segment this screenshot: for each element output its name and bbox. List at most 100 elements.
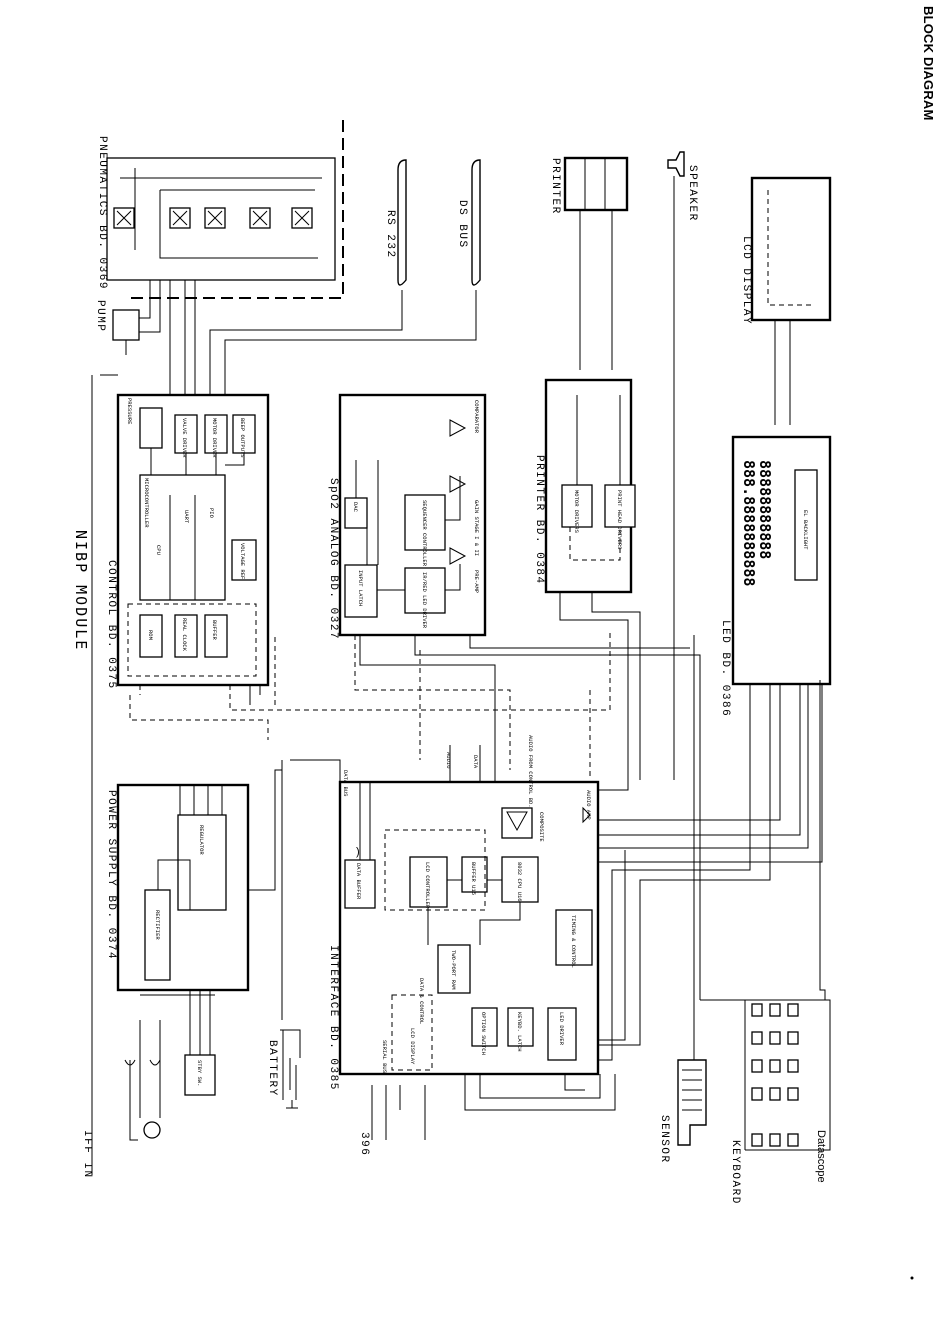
svg-text:DATA BUS: DATA BUS: [342, 770, 349, 797]
keybd-latch-block: [507, 1007, 534, 1047]
svg-text:LCD CONTROLLER: LCD CONTROLLER: [424, 862, 431, 909]
pneumatics-board-label: PNEUMATICS BD. 0369: [96, 136, 108, 290]
svg-text:PRINTER: PRINTER: [549, 158, 561, 215]
timing-control-block: [555, 909, 593, 966]
ds-bus-connector: DS BUS: [224, 159, 481, 395]
led-board: LED BD. 0386 888.8888888888 88888888888 …: [719, 435, 832, 717]
svg-text:PRINT HEAD DRIVERS: PRINT HEAD DRIVERS: [616, 490, 623, 550]
regulator-block: [177, 814, 227, 911]
lcd-controller-block: [409, 856, 448, 908]
svg-text:SPEAKER: SPEAKER: [686, 165, 698, 222]
svg-text:INPUT LATCH: INPUT LATCH: [357, 570, 364, 606]
svg-text:VOLTAGE REF: VOLTAGE REF: [239, 543, 246, 579]
svg-text:COMPARATOR: COMPARATOR: [473, 400, 480, 434]
buffer-block: [204, 614, 228, 658]
cpu-8032-block: [501, 856, 539, 903]
svg-text:REAL CLOCK: REAL CLOCK: [181, 618, 188, 652]
svg-text:TWO-PORT RAM: TWO-PORT RAM: [450, 950, 457, 990]
led-driver-block: [547, 1007, 577, 1061]
svg-text:VALVE DRIVER: VALVE DRIVER: [181, 418, 188, 458]
svg-text:BUFFER U15: BUFFER U15: [470, 862, 477, 895]
svg-text:888.8888888888: 888.8888888888: [740, 460, 758, 586]
svg-text:DATA & CONTROL: DATA & CONTROL: [418, 978, 425, 1024]
svg-text:MICROCONTROLLER: MICROCONTROLLER: [143, 478, 150, 528]
control-board-label: CONTROL BD. 0375: [105, 560, 117, 690]
svg-text:SENSOR: SENSOR: [658, 1115, 670, 1164]
svg-text:OPTION SWITCH: OPTION SWITCH: [480, 1012, 487, 1055]
battery-label: BATTERY: [266, 1040, 278, 1097]
svg-text:ROM: ROM: [147, 630, 154, 640]
interconnect-wiring: [129, 280, 823, 1111]
svg-text:COMPOSITE: COMPOSITE: [538, 812, 545, 842]
svg-text:TIMING & CONTROL: TIMING & CONTROL: [570, 915, 577, 968]
two-port-ram-block: [437, 944, 471, 994]
ac-input: [124, 994, 215, 1141]
svg-text:AUDIO FROM CONTROL BD.: AUDIO FROM CONTROL BD.: [527, 735, 534, 808]
ref-396-wires: [371, 1085, 426, 1140]
svg-text:PIO: PIO: [208, 508, 215, 519]
valve-icon: [113, 207, 313, 229]
pump: M PUMP: [94, 280, 161, 355]
module-boundary: [130, 120, 344, 299]
iff-in-label: IFF IN: [81, 1130, 93, 1179]
stby-sw: STBY SW.: [184, 990, 216, 1096]
svg-text:LED DRIVER: LED DRIVER: [558, 1012, 565, 1046]
svg-text:RS 232: RS 232: [384, 210, 396, 259]
keypad-keys: [751, 1003, 799, 1147]
svg-text:GAIN STAGE I & II: GAIN STAGE I & II: [473, 500, 480, 556]
real-clock-block: [174, 614, 198, 658]
svg-text:MOTOR DRIVER: MOTOR DRIVER: [211, 418, 218, 458]
data-buffer-block: [344, 859, 376, 909]
svg-text:KEYBOARD: KEYBOARD: [729, 1140, 741, 1205]
motor-drivers-block: [561, 484, 593, 528]
svg-text:RECTIFIER: RECTIFIER: [154, 910, 161, 940]
brand-label: Datascope: [815, 1130, 827, 1183]
analog-board-label: SpO2 ANALOG BD. 0327: [327, 478, 339, 640]
stray-mark: ): [356, 846, 360, 858]
el-backlight-block: [794, 469, 818, 581]
buffer-u15-block: [461, 856, 488, 893]
power-supply-board: POWER SUPPLY BD. 0374 REGULATOR RECTIFIE…: [105, 783, 250, 992]
module-title: NIBP MODULE: [72, 530, 90, 651]
svg-text:STBY SW.: STBY SW.: [196, 1060, 203, 1086]
svg-text:DAC: DAC: [352, 502, 359, 513]
printer-board: PRINTER BD. 0384 MOTOR DRIVERS PRINT HEA…: [533, 378, 636, 594]
svg-text:MOTOR DRIVERS: MOTOR DRIVERS: [573, 490, 580, 534]
spo2-analog-board: SpO2 ANALOG BD. 0327 DAC INPUT LATCH SEQ…: [327, 393, 487, 640]
svg-text:SEQUENCER CONTROLLER: SEQUENCER CONTROLLER: [421, 500, 428, 567]
pump-label: PUMP: [94, 300, 106, 332]
led-board-label: LED BD. 0386: [719, 620, 731, 717]
svg-text:KEYBD. LATCH: KEYBD. LATCH: [516, 1012, 523, 1052]
sequencer-controller-block: [404, 494, 446, 551]
svg-text:CPU: CPU: [155, 545, 162, 555]
svg-text:BUFFER: BUFFER: [211, 620, 218, 641]
control-board: CONTROL BD. 0375 MICROCONTROLLER CPU UAR…: [105, 393, 270, 690]
svg-text:DATA BUFFER: DATA BUFFER: [355, 863, 362, 900]
ir-red-led-driver-block: [404, 567, 446, 614]
rectifier-block: [144, 889, 171, 981]
ref-396: 396: [358, 1132, 370, 1156]
option-switch-block: [471, 1007, 498, 1047]
pressure-block: [139, 407, 163, 449]
rs232-connector: RS 232: [209, 159, 407, 395]
svg-text:8032 CPU U16: 8032 CPU U16: [516, 862, 523, 902]
svg-text:88888888888: 88888888888: [756, 460, 774, 559]
svg-text:PRESSURE: PRESSURE: [126, 398, 133, 425]
svg-text:LCD DISPLAY: LCD DISPLAY: [740, 236, 752, 325]
speaker-icon: SPEAKER: [667, 151, 698, 780]
input-latch-block: [344, 564, 378, 618]
iff-in-line: [91, 374, 118, 1175]
svg-text:EL BACKLIGHT: EL BACKLIGHT: [802, 510, 809, 550]
seven-segment-display: 888.8888888888 88888888888: [740, 460, 774, 586]
svg-text:DS BUS: DS BUS: [456, 200, 468, 249]
voltage-ref-block: [231, 539, 257, 581]
svg-text:LCD DISPLAY: LCD DISPLAY: [409, 1028, 416, 1065]
svg-text:UART: UART: [183, 510, 190, 524]
svg-text:PRE-AMP: PRE-AMP: [473, 570, 480, 593]
printer: PRINTER: [549, 156, 629, 370]
keyboard: KEYBOARD Datascope: [729, 680, 831, 1205]
svg-text:REGULATOR: REGULATOR: [198, 825, 205, 855]
svg-text:AUDIO: AUDIO: [445, 752, 452, 769]
svg-text:IR/RED LED DRIVER: IR/RED LED DRIVER: [421, 572, 428, 629]
